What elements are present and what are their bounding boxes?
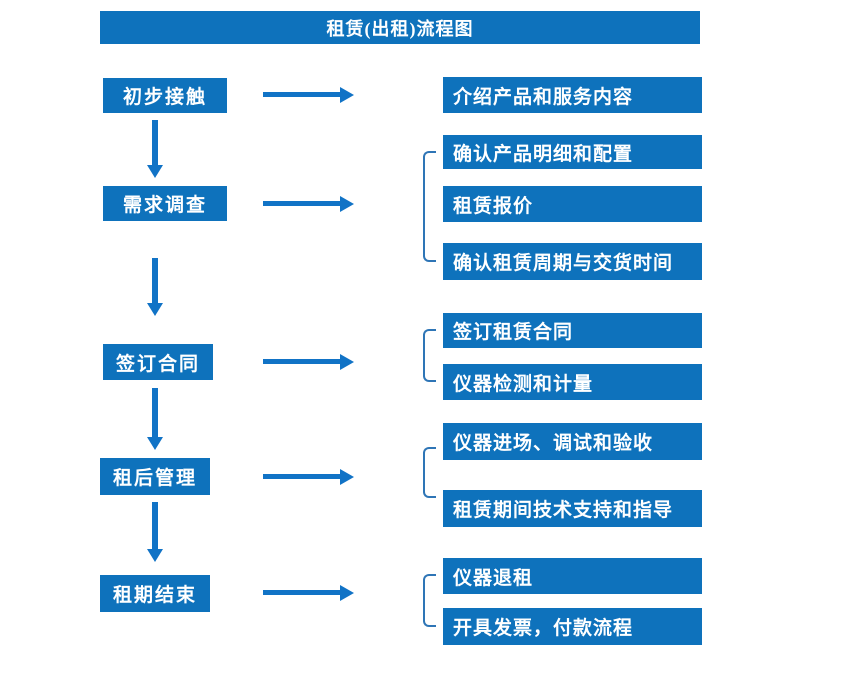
- group-bracket-sign-contract: [423, 329, 436, 382]
- group-bracket-demand-survey: [423, 151, 436, 262]
- group-bracket-post-rental-management: [423, 447, 436, 498]
- output-box-introduce-products-services: 介绍产品和服务内容: [443, 77, 702, 113]
- right-arrow-icon-5: [263, 585, 354, 601]
- down-arrow-icon-1: [147, 120, 163, 178]
- step-box-lease-end: 租期结束: [100, 575, 210, 612]
- right-arrow-icon-2: [263, 196, 354, 212]
- right-arrow-icon-4: [263, 469, 354, 485]
- group-bracket-lease-end: [423, 574, 436, 627]
- step-box-sign-contract: 签订合同: [103, 344, 213, 380]
- flowchart-title: 租赁(出租)流程图: [100, 11, 700, 44]
- output-box-rental-quote: 租赁报价: [443, 186, 702, 222]
- step-box-initial-contact: 初步接触: [103, 78, 227, 113]
- down-arrow-icon-4: [147, 502, 163, 562]
- output-box-confirm-rental-period-delivery: 确认租赁周期与交货时间: [443, 243, 702, 280]
- output-box-confirm-product-details: 确认产品明细和配置: [443, 135, 702, 169]
- step-box-demand-survey: 需求调查: [103, 186, 227, 221]
- right-arrow-icon-3: [263, 354, 354, 370]
- down-arrow-icon-3: [147, 388, 163, 450]
- right-arrow-icon-1: [263, 87, 354, 103]
- output-box-invoice-payment-process: 开具发票，付款流程: [443, 608, 702, 645]
- down-arrow-icon-2: [147, 258, 163, 316]
- output-box-instrument-setup-acceptance: 仪器进场、调试和验收: [443, 423, 702, 460]
- output-box-sign-rental-contract: 签订租赁合同: [443, 313, 702, 348]
- step-box-post-rental-management: 租后管理: [100, 458, 210, 495]
- output-box-instrument-inspection-calibration: 仪器检测和计量: [443, 364, 702, 400]
- output-box-technical-support-guidance: 租赁期间技术支持和指导: [443, 490, 702, 527]
- output-box-instrument-return: 仪器退租: [443, 558, 702, 594]
